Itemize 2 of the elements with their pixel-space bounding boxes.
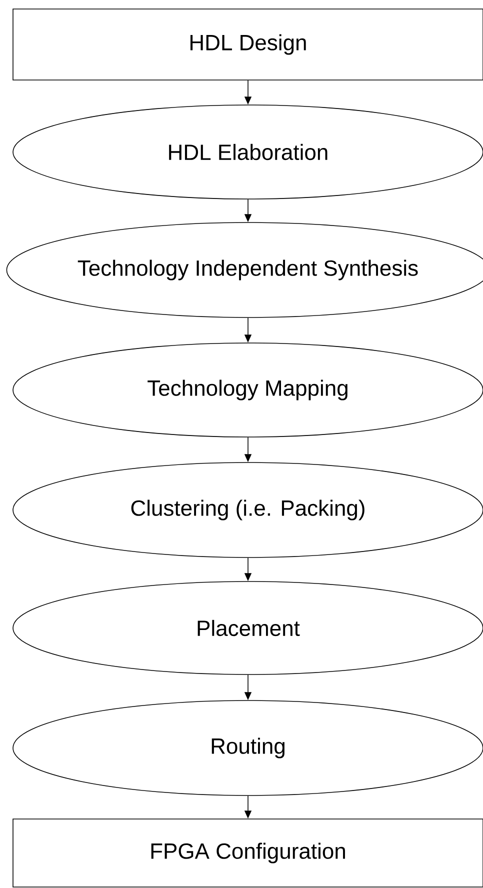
process-box: HDL Design: [12, 8, 483, 80]
process-box: FPGA Configuration: [12, 818, 483, 888]
